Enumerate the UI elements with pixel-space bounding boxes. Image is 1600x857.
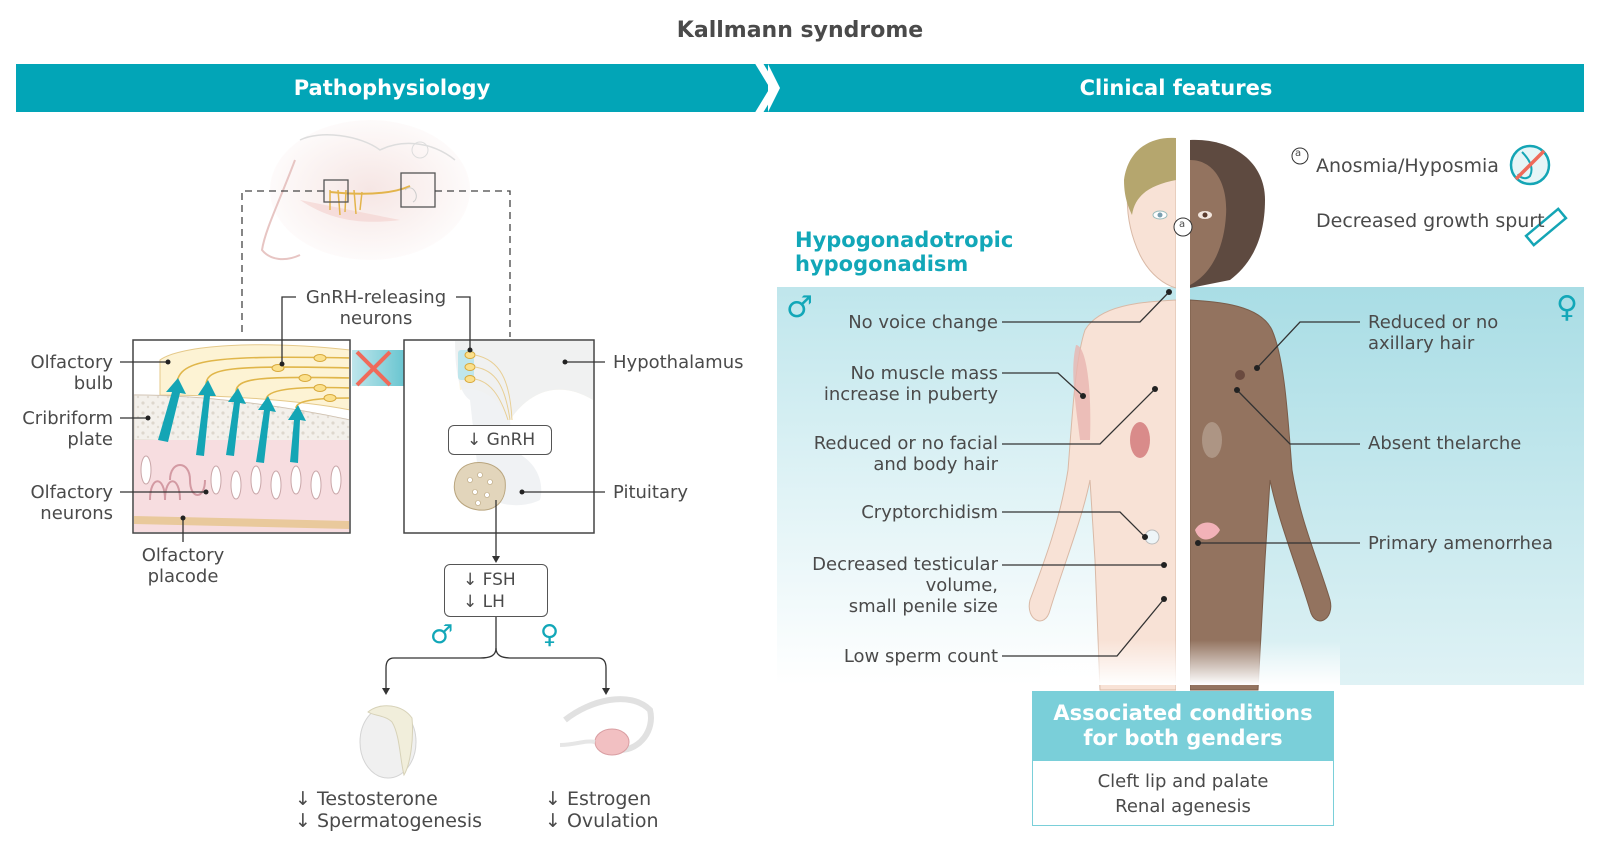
feature-text: No voice change	[848, 312, 998, 333]
leader-lines-left	[120, 296, 605, 542]
ovary-illustration	[559, 696, 654, 756]
cross-icon	[355, 350, 392, 387]
feature-text: axillary hair	[1368, 333, 1475, 354]
olfactory-panel	[132, 339, 351, 534]
cribriform-plate-label: Cribriform plate	[0, 408, 113, 450]
label-line: GnRH-releasing	[305, 287, 447, 308]
section-title-pathophysiology: Pathophysiology	[293, 76, 491, 100]
leader-lines-right	[1002, 291, 1360, 657]
fsh-lh-box: ↓ FSH ↓ LH	[444, 564, 548, 617]
testis-illustration	[359, 705, 417, 779]
female-symbol-icon: ♀	[1556, 290, 1578, 325]
hormone-flow-arrows	[385, 500, 607, 690]
label-line: Olfactory	[30, 352, 113, 373]
feature-no-muscle-mass: No muscle mass increase in puberty	[780, 363, 998, 405]
feature-text: Cryptorchidism	[861, 502, 998, 523]
male-effects: ↓ Testosterone ↓ Spermatogenesis	[295, 788, 482, 832]
pituitary-label: Pituitary	[613, 482, 689, 503]
label-line: Olfactory	[141, 545, 225, 566]
feature-text: Decreased testicular	[812, 554, 998, 575]
marker-a-face-label: a	[1179, 219, 1186, 230]
effect-spermatogenesis: ↓ Spermatogenesis	[295, 810, 483, 832]
marker-a-circle	[1173, 217, 1193, 237]
label-line: placode	[147, 566, 219, 587]
lh-value: ↓ LH	[463, 592, 505, 612]
hypothalamus-label: Hypothalamus	[613, 352, 744, 373]
feature-decreased-testicular-volume: Decreased testicular volume, small penil…	[780, 554, 998, 617]
page-title: Kallmann syndrome	[676, 18, 924, 43]
male-body-illustration	[1028, 137, 1177, 691]
label-line: neurons	[40, 503, 113, 524]
heading-line: Hypogonadotropic	[795, 228, 1014, 252]
marker-a-circle	[1291, 147, 1309, 165]
feature-no-voice-change: No voice change	[780, 312, 998, 333]
feature-text: increase in puberty	[823, 384, 998, 405]
feature-text: volume,	[925, 575, 998, 596]
feature-text: No muscle mass	[850, 363, 998, 384]
condition-item: Cleft lip and palate	[1097, 771, 1269, 792]
fsh-value: ↓ FSH	[463, 570, 516, 590]
section-band-clinical: Clinical features	[768, 64, 1584, 112]
anosmia-label: Anosmia/Hyposmia	[1316, 155, 1499, 177]
feature-text: Reduced or no facial	[813, 433, 998, 454]
feature-text: small penile size	[848, 596, 998, 617]
feature-text: and body hair	[873, 454, 998, 475]
growth-spurt-label: Decreased growth spurt	[1316, 210, 1545, 232]
body-divider	[1176, 136, 1190, 696]
effect-ovulation: ↓ Ovulation	[545, 810, 659, 832]
head-sagittal-illustration	[260, 120, 470, 261]
no-smell-icon	[1509, 144, 1551, 186]
marker-a-label: a	[1295, 148, 1302, 159]
female-body-illustration	[1189, 139, 1332, 691]
feature-reduced-axillary-hair: Reduced or no axillary hair	[1368, 312, 1498, 354]
label-line: plate	[67, 429, 113, 450]
male-symbol-icon: ♂	[430, 620, 454, 650]
condition-item: Renal agenesis	[1115, 796, 1251, 817]
feature-text: Reduced or no	[1368, 312, 1499, 333]
label-line: neurons	[339, 308, 413, 329]
effect-estrogen: ↓ Estrogen	[545, 788, 652, 810]
heading-line: for both genders	[1083, 726, 1283, 750]
label-line: Cribriform	[22, 408, 113, 429]
female-symbol-icon: ♀	[540, 620, 560, 650]
effect-testosterone: ↓ Testosterone	[295, 788, 438, 810]
olfactory-placode-label: Olfactory placode	[128, 545, 238, 587]
olfactory-neurons-label: Olfactory neurons	[0, 482, 113, 524]
olfactory-bulb-label: Olfactory bulb	[0, 352, 113, 394]
label-line: bulb	[73, 373, 113, 394]
feature-text: Absent thelarche	[1368, 433, 1522, 454]
gnrh-box: ↓ GnRH	[448, 425, 552, 455]
associated-conditions-list: Cleft lip and palate Renal agenesis	[1032, 761, 1334, 826]
ruler-icon	[1524, 207, 1568, 247]
associated-conditions-box: Associated conditions for both genders C…	[1032, 691, 1334, 826]
feature-reduced-facial-hair: Reduced or no facial and body hair	[780, 433, 998, 475]
migration-arrows	[158, 378, 306, 463]
feature-absent-thelarche: Absent thelarche	[1368, 433, 1521, 454]
dashed-guide-lines	[241, 190, 511, 337]
heading-line: Associated conditions	[1053, 701, 1313, 725]
gnrh-neurons-label: GnRH-releasing neurons	[290, 287, 462, 329]
feature-primary-amenorrhea: Primary amenorrhea	[1368, 533, 1553, 554]
associated-conditions-heading: Associated conditions for both genders	[1032, 691, 1334, 761]
feature-text: Primary amenorrhea	[1368, 533, 1554, 554]
female-effects: ↓ Estrogen ↓ Ovulation	[545, 788, 659, 832]
label-line: Olfactory	[30, 482, 113, 503]
feature-low-sperm-count: Low sperm count	[780, 646, 998, 667]
section-band-pathophysiology: Pathophysiology	[16, 64, 768, 112]
section-title-clinical: Clinical features	[1079, 76, 1273, 100]
male-symbol-icon: ♂	[786, 290, 813, 325]
heading-line: hypogonadism	[795, 252, 969, 276]
feature-text: Low sperm count	[843, 646, 998, 667]
feature-cryptorchidism: Cryptorchidism	[780, 502, 998, 523]
hypogonadism-heading: Hypogonadotropic hypogonadism	[795, 228, 1013, 276]
